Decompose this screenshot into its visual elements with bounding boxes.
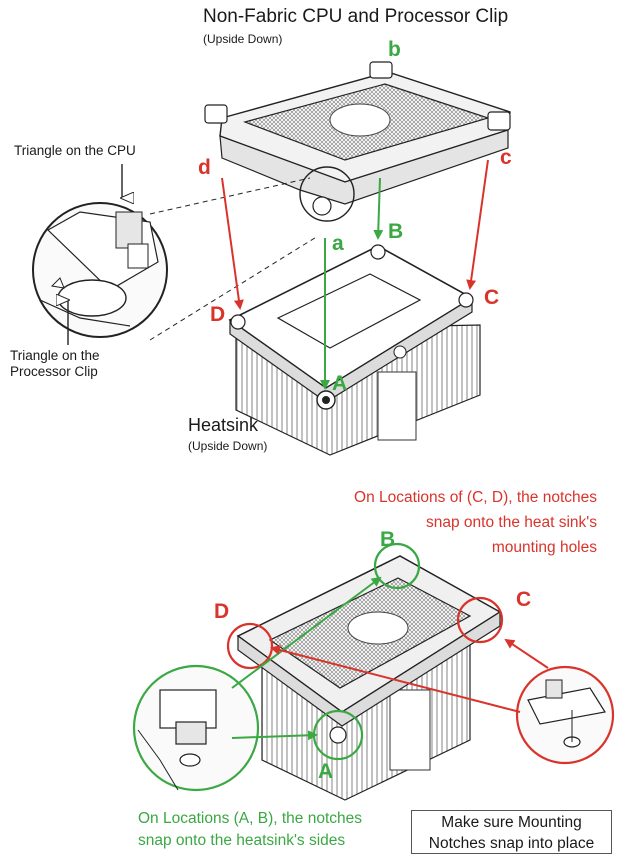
mounting-notches-box: Make sure Mounting Notches snap into pla… [411, 810, 612, 854]
label-b-bottom: B [380, 528, 396, 551]
label-a-upper: A [332, 372, 348, 395]
cd-locations-note: On Locations of (C, D), the notches snap… [354, 486, 597, 560]
cpu-triangle-callout: Triangle on the CPU [14, 143, 136, 158]
cd-note-line3: mounting holes [491, 538, 597, 556]
diagram-title: Non-Fabric CPU and Processor Clip [203, 6, 509, 27]
detail-circles [132, 664, 615, 792]
box-line1: Make sure Mounting [441, 814, 582, 831]
assembled-view [226, 542, 504, 801]
label-b-lower: b [388, 38, 401, 61]
magnifier-detail [32, 164, 319, 345]
cd-note-line2: snap onto the heat sink's [426, 513, 597, 531]
label-c-upper: C [484, 286, 500, 309]
ab-note-line2: snap onto the heatsink's sides [138, 832, 346, 850]
ab-note-line1: On Locations (A, B), the notches [138, 810, 363, 827]
cpu-clip-assembly [204, 61, 511, 222]
heatsink-title: Heatsink [188, 415, 259, 435]
heatsink-note: (Upside Down) [188, 439, 268, 453]
diagram-title-note: (Upside Down) [203, 32, 283, 46]
label-d-bottom: D [214, 600, 230, 623]
alignment-arrows-top [221, 159, 489, 390]
label-b-upper: B [388, 220, 404, 243]
clip-triangle-line2: Processor Clip [10, 363, 98, 379]
clip-triangle-line1: Triangle on the [10, 348, 100, 363]
clip-triangle-callout: Triangle on the Processor Clip [10, 348, 100, 379]
heatsink-top [228, 244, 481, 456]
alignment-arrows-bottom [231, 576, 549, 741]
label-d-lower: d [198, 156, 211, 179]
label-c-lower: c [500, 146, 512, 169]
label-d-upper: D [210, 303, 226, 326]
cd-note-line1: On Locations of (C, D), the notches [354, 489, 597, 506]
label-c-bottom: C [516, 588, 532, 611]
label-a-lower: a [332, 232, 344, 255]
box-line2: Notches snap into place [428, 834, 595, 852]
ab-locations-note: On Locations (A, B), the notches snap on… [138, 808, 362, 853]
label-a-bottom: A [318, 760, 334, 783]
